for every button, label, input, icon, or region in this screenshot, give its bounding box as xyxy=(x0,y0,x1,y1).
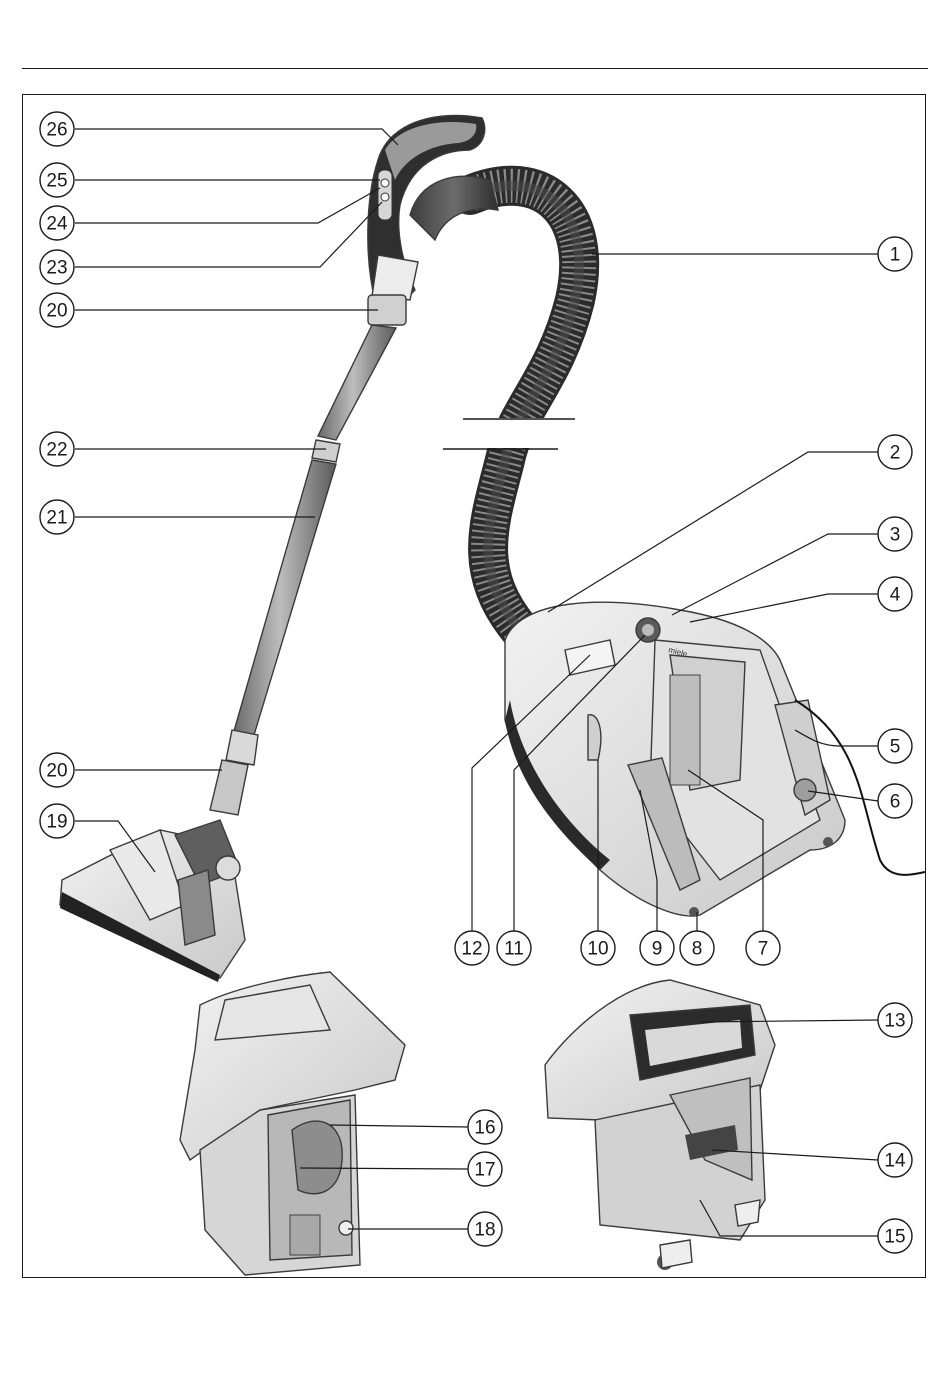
callout-label: 12 xyxy=(461,939,482,960)
callout-8: 8 xyxy=(680,931,714,965)
callout-label: 1 xyxy=(890,245,901,266)
callout-3: 3 xyxy=(878,517,912,551)
callout-label: 20 xyxy=(46,761,67,782)
callout-14: 14 xyxy=(878,1143,912,1177)
callout-5: 5 xyxy=(878,729,912,763)
callout-1: 1 xyxy=(878,237,912,271)
telescopic-wand xyxy=(210,325,396,815)
callout-label: 20 xyxy=(46,301,67,322)
callout-label: 16 xyxy=(474,1118,495,1139)
callout-17: 17 xyxy=(468,1152,502,1186)
callout-10: 10 xyxy=(581,931,615,965)
callout-label: 21 xyxy=(46,508,67,529)
callout-label: 2 xyxy=(890,443,901,464)
callout-21: 21 xyxy=(40,500,74,534)
callout-22: 22 xyxy=(40,432,74,466)
callout-label: 22 xyxy=(46,440,67,461)
callout-label: 14 xyxy=(884,1151,906,1172)
callout-label: 24 xyxy=(46,214,68,235)
callout-4: 4 xyxy=(878,577,912,611)
callout-label: 19 xyxy=(46,812,67,833)
hose-handle xyxy=(368,115,498,325)
suction-hose xyxy=(440,186,580,630)
callout-7: 7 xyxy=(746,931,780,965)
callout-label: 5 xyxy=(890,737,901,758)
callout-2: 2 xyxy=(878,435,912,469)
callout-label: 26 xyxy=(46,120,67,141)
callout-25: 25 xyxy=(40,163,74,197)
callout-label: 10 xyxy=(587,939,608,960)
callout-15: 15 xyxy=(878,1219,912,1253)
callout-label: 11 xyxy=(504,939,524,960)
callout-9: 9 xyxy=(640,931,674,965)
callout-label: 7 xyxy=(758,939,769,960)
callout-26: 26 xyxy=(40,112,74,146)
callout-6: 6 xyxy=(878,784,912,818)
callout-label: 23 xyxy=(46,258,67,279)
dust-container-closed xyxy=(545,980,775,1270)
callout-label: 17 xyxy=(474,1160,495,1181)
callout-18: 18 xyxy=(468,1212,502,1246)
callout-16: 16 xyxy=(468,1110,502,1144)
callout-13: 13 xyxy=(878,1003,912,1037)
callout-11: 11 xyxy=(497,931,531,965)
callout-label: 13 xyxy=(884,1011,905,1032)
vacuum-canister: miele xyxy=(505,602,925,917)
callout-label: 8 xyxy=(692,939,703,960)
callout-label: 3 xyxy=(890,525,901,546)
callout-24: 24 xyxy=(40,206,74,240)
callout-label: 25 xyxy=(46,171,67,192)
floorhead xyxy=(60,820,245,982)
callout-label: 18 xyxy=(474,1220,495,1241)
callout-19: 19 xyxy=(40,804,74,838)
callout-20-upper: 20 xyxy=(40,293,74,327)
callout-12: 12 xyxy=(455,931,489,965)
callout-label: 6 xyxy=(890,792,901,813)
callout-label: 9 xyxy=(652,939,663,960)
callout-20-lower: 20 xyxy=(40,753,74,787)
callout-label: 4 xyxy=(890,585,901,606)
callout-label: 15 xyxy=(884,1227,905,1248)
callout-23: 23 xyxy=(40,250,74,284)
